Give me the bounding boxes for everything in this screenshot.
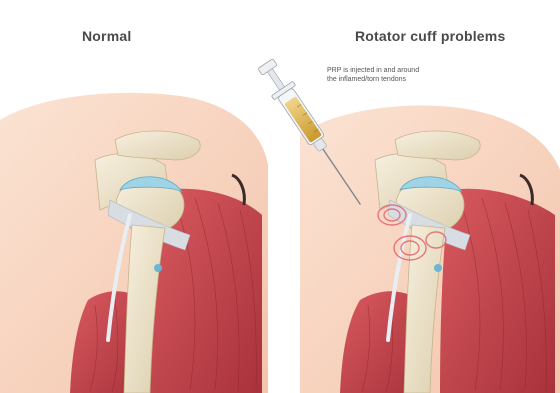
prp-injection-annotation: PRP is injected in and around the inflam… [327,66,517,84]
annotation-line-1: PRP is injected in and around [327,66,517,75]
normal-shoulder [0,93,268,393]
problem-bursa-dot [434,264,442,272]
panel-title-rotator-cuff-problems: Rotator cuff problems [355,28,505,44]
panel-title-normal: Normal [82,28,131,44]
problem-shoulder [300,106,560,393]
normal-bursa-dot [154,264,162,272]
problem-acromion [395,131,480,160]
annotation-line-2: the inflamed/torn tendons [327,75,517,84]
normal-acromion [115,131,200,160]
